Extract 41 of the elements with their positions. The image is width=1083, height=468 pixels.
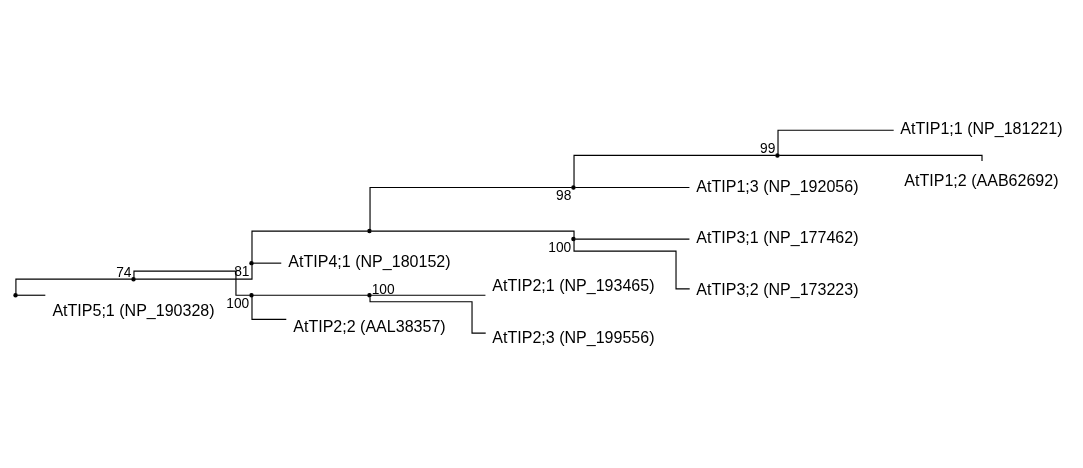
node-point [775,152,780,158]
node-text: AtTIP2;2 (AAL38357) [293,316,446,335]
node-point [367,292,372,297]
connector [369,186,573,230]
node-label: 100 [371,281,395,297]
connector [251,295,287,320]
node-text: AtTIP5;1 (NP_190328) [52,300,215,319]
node-label: 74 [116,264,132,280]
node-text: AtTIP1;3 (NP_192056) [696,176,859,195]
node-text: AtTIP2;1 (NP_193465) [492,275,655,294]
connector [251,230,369,262]
connector [252,294,369,296]
connector [574,238,690,240]
node-text: AtTIP4;1 (NP_180152) [288,251,451,270]
node-point [13,292,18,297]
node-text: AtTIP1;1 (NP_181221) [900,118,1063,137]
connector [134,264,253,280]
node-label: 100 [226,295,250,311]
node-point [249,292,254,297]
node-text: AtTIP3;2 (NP_173223) [696,279,859,298]
connector [573,154,777,186]
node-text: AtTIP3;1 (NP_177462) [696,227,859,246]
connector [252,262,282,264]
node-point [131,276,136,281]
connector [133,270,251,296]
node-point [571,236,576,241]
node-text: AtTIP2;3 (NP_199556) [492,327,655,346]
node-point [571,184,576,190]
connector [777,129,895,154]
node-label: 81 [234,263,250,279]
node-label: 100 [548,239,572,255]
node-point [367,228,372,233]
connector [370,294,486,296]
node-label: 98 [556,187,572,203]
connector [15,278,133,294]
connector [16,294,46,296]
connector [574,186,690,188]
node-label: 99 [760,140,776,156]
node-point [249,260,254,265]
node-text: AtTIP1;2 (AAB62692) [904,170,1059,189]
connector [370,230,575,238]
